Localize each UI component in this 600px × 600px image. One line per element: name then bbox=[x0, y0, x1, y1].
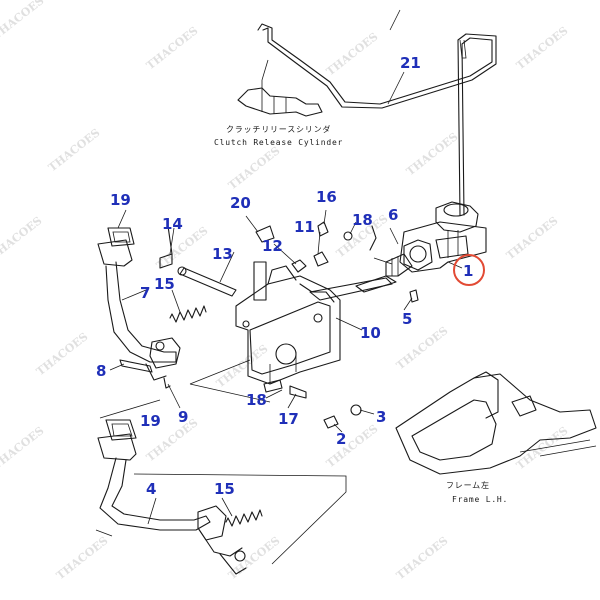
callout-7: 7 bbox=[140, 284, 150, 302]
frame-lh bbox=[395, 371, 597, 475]
callout-11: 11 bbox=[294, 218, 315, 236]
callout-14: 14 bbox=[162, 215, 183, 233]
frame-caption-jp: フレーム左 bbox=[446, 480, 490, 490]
callout-6: 6 bbox=[388, 206, 398, 224]
upper-pedal bbox=[97, 239, 181, 381]
callout-15-top: 15 bbox=[154, 275, 175, 293]
watermark-text: THACOES bbox=[226, 534, 283, 582]
highlight-ring bbox=[453, 254, 485, 286]
clutch-caption-en: Clutch Release Cylinder bbox=[214, 138, 343, 147]
watermark-text: THACOES bbox=[394, 324, 451, 372]
watermark-text: THACOES bbox=[394, 534, 451, 582]
callout-12: 12 bbox=[262, 237, 283, 255]
callout-4: 4 bbox=[146, 480, 156, 498]
callout-19-top: 19 bbox=[110, 191, 131, 209]
callout-1[interactable]: 1 bbox=[463, 262, 473, 280]
callout-8: 8 bbox=[96, 362, 106, 380]
spring-lower bbox=[225, 509, 263, 527]
watermark-text: THACOES bbox=[514, 24, 571, 72]
watermark-text: THACOES bbox=[34, 330, 91, 378]
callout-17: 16 bbox=[316, 188, 337, 206]
callout-3: 3 bbox=[376, 408, 386, 426]
watermark-text: THACOES bbox=[504, 214, 561, 262]
leader-lines bbox=[109, 9, 463, 525]
watermark-text: THACOES bbox=[0, 214, 45, 262]
callout-9: 9 bbox=[178, 408, 188, 426]
pedal-bracket bbox=[235, 265, 397, 385]
master-cylinder bbox=[385, 201, 487, 277]
callout-5: 5 bbox=[402, 310, 412, 328]
watermark-text: THACOES bbox=[144, 24, 201, 72]
callout-10: 10 bbox=[360, 324, 381, 342]
watermark-text: THACOES bbox=[0, 0, 47, 42]
callout-15-bottom: 15 bbox=[214, 480, 235, 498]
watermark-text: THACOES bbox=[214, 342, 271, 390]
frame-caption-en: Frame L.H. bbox=[452, 495, 508, 504]
clutch-pipe bbox=[257, 23, 497, 216]
clutch-release-cylinder bbox=[237, 59, 323, 117]
lower-pedal-pad bbox=[105, 419, 137, 441]
watermark-text: THACOES bbox=[324, 30, 381, 78]
lower-pedal bbox=[97, 433, 247, 575]
upper-pedal-pad bbox=[107, 227, 135, 247]
callout-19-bottom: 19 bbox=[140, 412, 161, 430]
callout-18-bottom: 18 bbox=[246, 391, 267, 409]
callout-13: 13 bbox=[212, 245, 233, 263]
watermark-text: THACOES bbox=[404, 130, 461, 178]
watermark-text: THACOES bbox=[0, 424, 47, 472]
callout-21: 21 bbox=[400, 54, 421, 72]
callout-2: 2 bbox=[336, 430, 346, 448]
callout-16: 17 bbox=[278, 410, 299, 428]
watermark-text: THACOES bbox=[46, 126, 103, 174]
spring-upper bbox=[169, 305, 207, 323]
small-hardware bbox=[119, 221, 419, 429]
watermark-text: THACOES bbox=[226, 144, 283, 192]
clutch-caption-jp: クラッチリリースシリンダ bbox=[226, 124, 331, 134]
callout-20: 20 bbox=[230, 194, 251, 212]
callout-18-top: 18 bbox=[352, 211, 373, 229]
assembly-outline bbox=[95, 359, 347, 565]
watermark-text: THACOES bbox=[54, 534, 111, 582]
watermark-text: THACOES bbox=[324, 422, 381, 470]
pedal-shaft bbox=[177, 266, 237, 297]
